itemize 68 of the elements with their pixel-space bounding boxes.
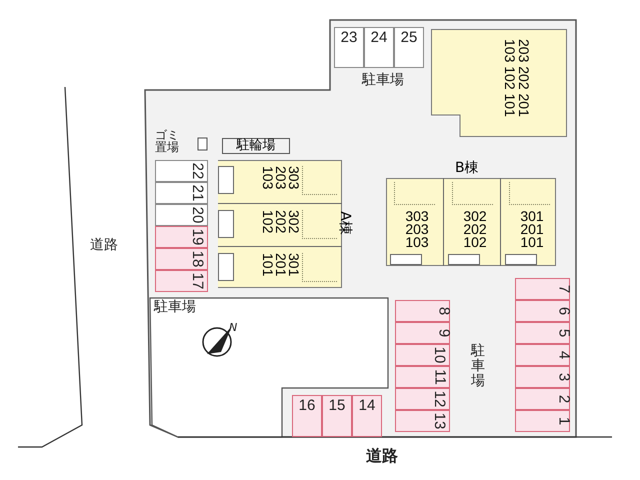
- parking-stall: [515, 278, 570, 300]
- parking-stall: [395, 344, 450, 366]
- stall-number: 2: [556, 394, 572, 404]
- parking-stall: [395, 388, 450, 410]
- stall-number: 24: [370, 30, 388, 45]
- apartment-building: [431, 29, 567, 137]
- room-numbers: 103 102 101: [503, 39, 517, 117]
- stall-number: 20: [190, 206, 206, 224]
- stall-number: 19: [190, 228, 206, 246]
- stall-number: 3: [556, 372, 572, 382]
- parking-stall: [515, 366, 570, 388]
- road-label: 道路: [366, 448, 398, 464]
- parking-stall: [292, 395, 322, 437]
- stall-number: 13: [432, 412, 448, 430]
- stall-number: 23: [340, 30, 358, 45]
- stall-number: 7: [556, 284, 572, 294]
- bike-parking-box: 駐輪場: [222, 138, 290, 154]
- parking-stall: [352, 395, 382, 437]
- room-numbers: 303 203 103: [259, 166, 300, 192]
- parking-stall: [395, 322, 450, 344]
- parking-stall: [395, 410, 450, 432]
- parking-stall: [515, 388, 570, 410]
- parking-stall: [155, 248, 208, 270]
- stall-number: 22: [190, 162, 206, 180]
- parking-stall: [322, 395, 352, 437]
- stall-number: 14: [358, 398, 376, 413]
- building-label: B棟: [455, 161, 479, 175]
- parking-stall: [155, 182, 208, 204]
- parking-stall: [334, 27, 364, 68]
- stall-number: 17: [190, 272, 206, 290]
- stall-number: 9: [436, 328, 452, 338]
- area-label: ゴミ置場: [155, 129, 180, 153]
- parking-stall: [155, 204, 208, 226]
- parking-stall: [515, 300, 570, 322]
- room-numbers: 301 201 101: [259, 253, 300, 278]
- parking-stall: [155, 160, 208, 182]
- stall-number: 15: [328, 398, 346, 413]
- stall-number: 16: [298, 398, 316, 413]
- parking-stall: [155, 226, 208, 248]
- stall-number: 11: [432, 369, 448, 385]
- stall-number: 1: [556, 416, 572, 426]
- parking-stall: [515, 322, 570, 344]
- stall-number: 21: [190, 184, 206, 202]
- stall-number: 18: [190, 250, 206, 268]
- stall-number: 10: [432, 346, 448, 364]
- road-label: 道路: [90, 238, 118, 252]
- parking-label: 駐車場: [154, 300, 196, 314]
- stall-number: 25: [400, 30, 418, 45]
- parking-stall: [155, 270, 208, 292]
- room-numbers: 303 203 103: [404, 210, 430, 249]
- parking-label: 駐車場: [471, 344, 486, 389]
- room-numbers: 302 202 102: [259, 210, 300, 236]
- parking-stall: [515, 410, 570, 432]
- stall-number: 6: [556, 306, 572, 316]
- parking-label: 駐車場: [362, 73, 404, 87]
- parking-stall: [395, 366, 450, 388]
- parking-stall: [364, 27, 394, 68]
- building-label: A棟: [338, 211, 352, 235]
- room-numbers: 301 201 101: [519, 210, 545, 249]
- parking-stall: [395, 300, 450, 322]
- stall-number: 5: [556, 328, 572, 338]
- parking-stall: [394, 27, 424, 68]
- room-numbers: 203 202 201: [517, 39, 531, 117]
- stall-number: 12: [432, 390, 448, 408]
- parking-stall: [515, 344, 570, 366]
- stall-number: 8: [436, 306, 452, 316]
- stall-number: 4: [556, 350, 572, 360]
- room-numbers: 302 202 102: [462, 210, 488, 249]
